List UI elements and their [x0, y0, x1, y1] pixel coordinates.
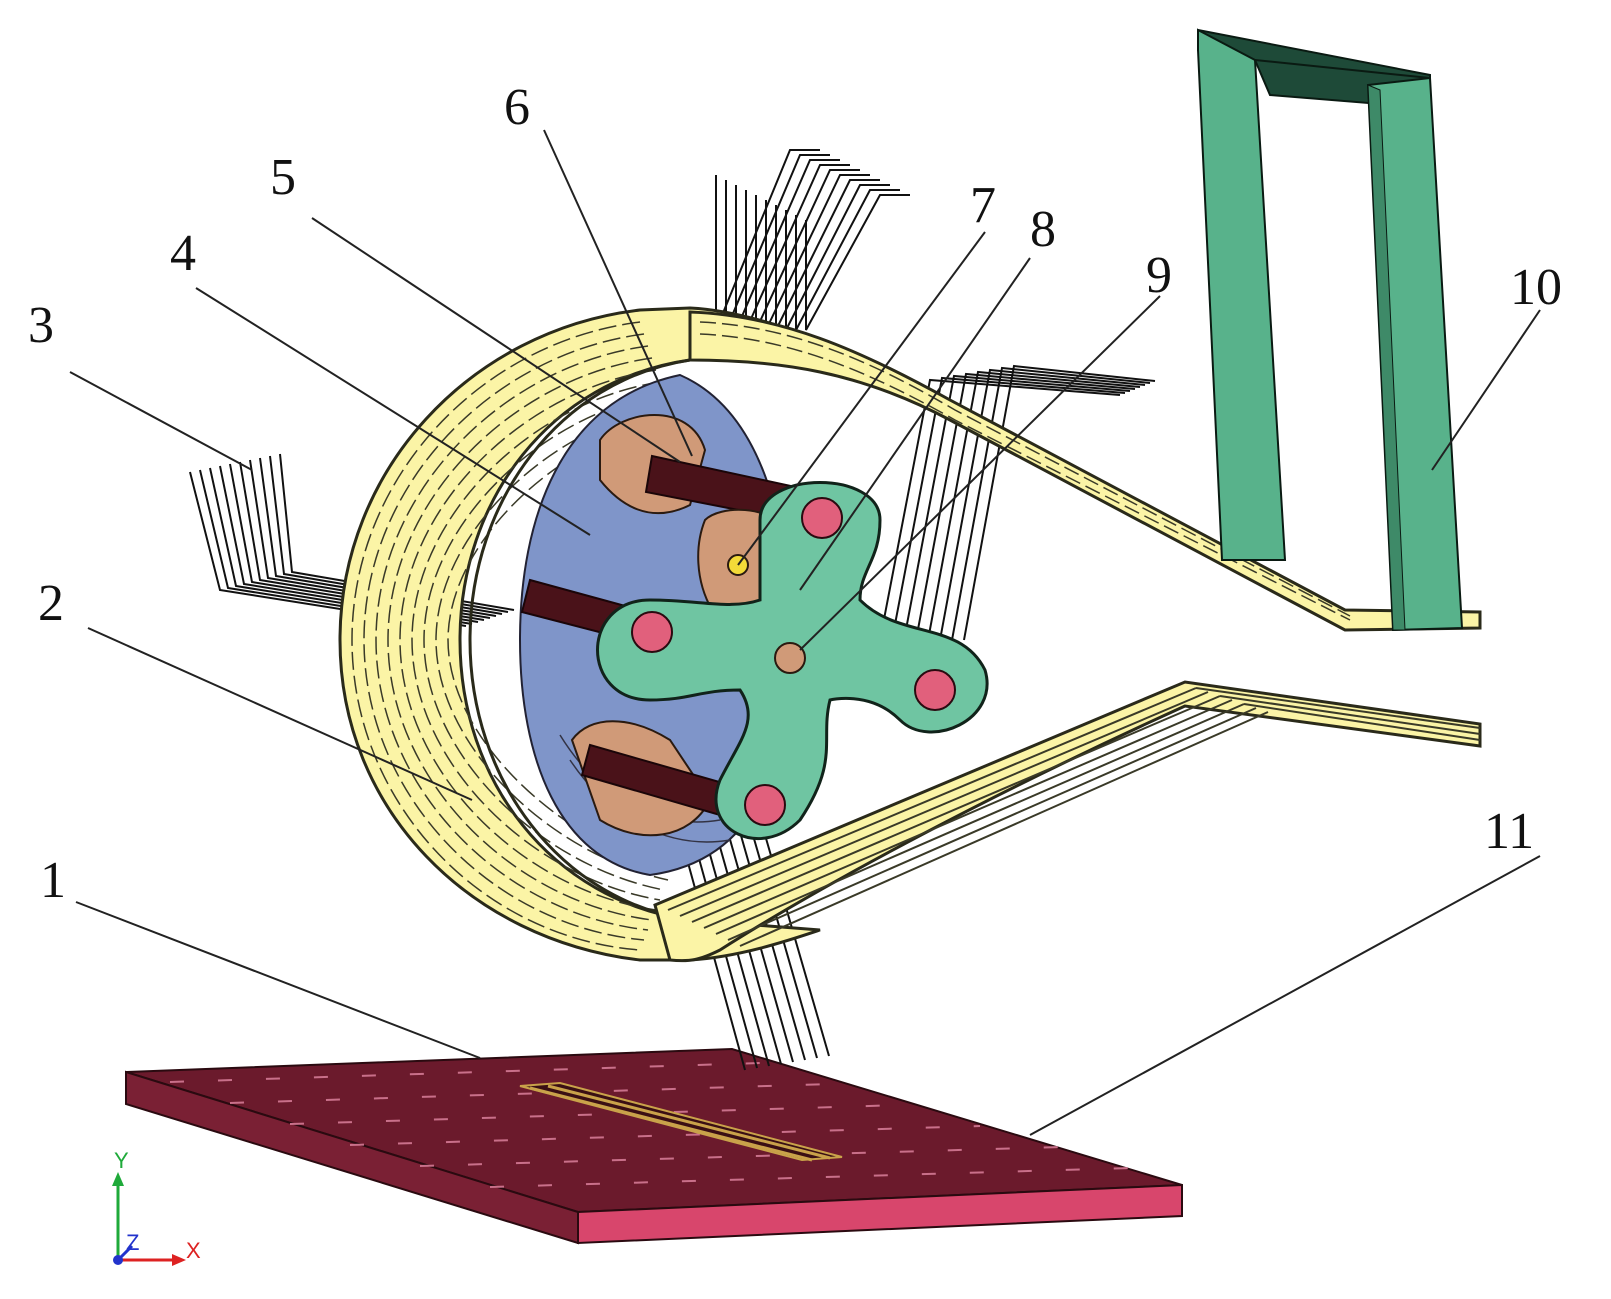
pin-top — [801, 497, 843, 539]
x-axis-label: X — [186, 1238, 201, 1263]
leader-8 — [799, 257, 1031, 591]
callout-11: 11 — [1484, 803, 1535, 860]
leader-3 — [69, 371, 253, 471]
z-axis-label: Z — [126, 1230, 139, 1255]
x-axis-arrow — [172, 1254, 186, 1266]
leader-1 — [75, 901, 481, 1059]
leader-2 — [87, 627, 473, 801]
leader-10 — [1431, 309, 1541, 471]
leader-6 — [543, 129, 693, 457]
pin-left — [631, 611, 673, 653]
leader-4 — [195, 287, 591, 536]
callout-2: 2 — [38, 575, 64, 632]
fiber-bundle-top — [715, 149, 910, 331]
y-axis-arrow — [112, 1172, 124, 1186]
callout-3: 3 — [28, 297, 54, 354]
tape-upper-ribbon — [688, 310, 1482, 632]
tape-inner-band — [468, 358, 691, 922]
frame-left-post — [1197, 28, 1287, 561]
frame-right-post-shade — [1367, 84, 1406, 631]
leader-lines — [69, 129, 1541, 1136]
leader-9 — [799, 295, 1161, 651]
hub-center — [774, 642, 806, 674]
leader-5 — [311, 217, 681, 463]
pin-bottom — [744, 784, 786, 826]
plate-slot — [519, 1081, 843, 1162]
axis-triad: Y X Z — [112, 1148, 201, 1266]
pin-right — [914, 669, 956, 711]
callout-7: 7 — [970, 177, 996, 234]
callout-1: 1 — [40, 852, 66, 909]
callout-4: 4 — [170, 225, 196, 282]
leader-7 — [737, 231, 986, 566]
support-frame — [1197, 28, 1464, 632]
callout-9: 9 — [1146, 247, 1172, 304]
plate-dashes — [169, 1062, 1131, 1188]
base-plate — [125, 1047, 1183, 1245]
callout-6: 6 — [504, 79, 530, 136]
tape-lower-ribbon — [653, 680, 1482, 963]
y-axis-label: Y — [114, 1148, 129, 1173]
fiber-bundle-right — [879, 364, 1156, 641]
callout-8: 8 — [1030, 201, 1056, 258]
leader-11 — [1029, 855, 1541, 1136]
axis-origin — [113, 1255, 123, 1265]
callout-10: 10 — [1510, 259, 1562, 316]
callout-5: 5 — [270, 149, 296, 206]
